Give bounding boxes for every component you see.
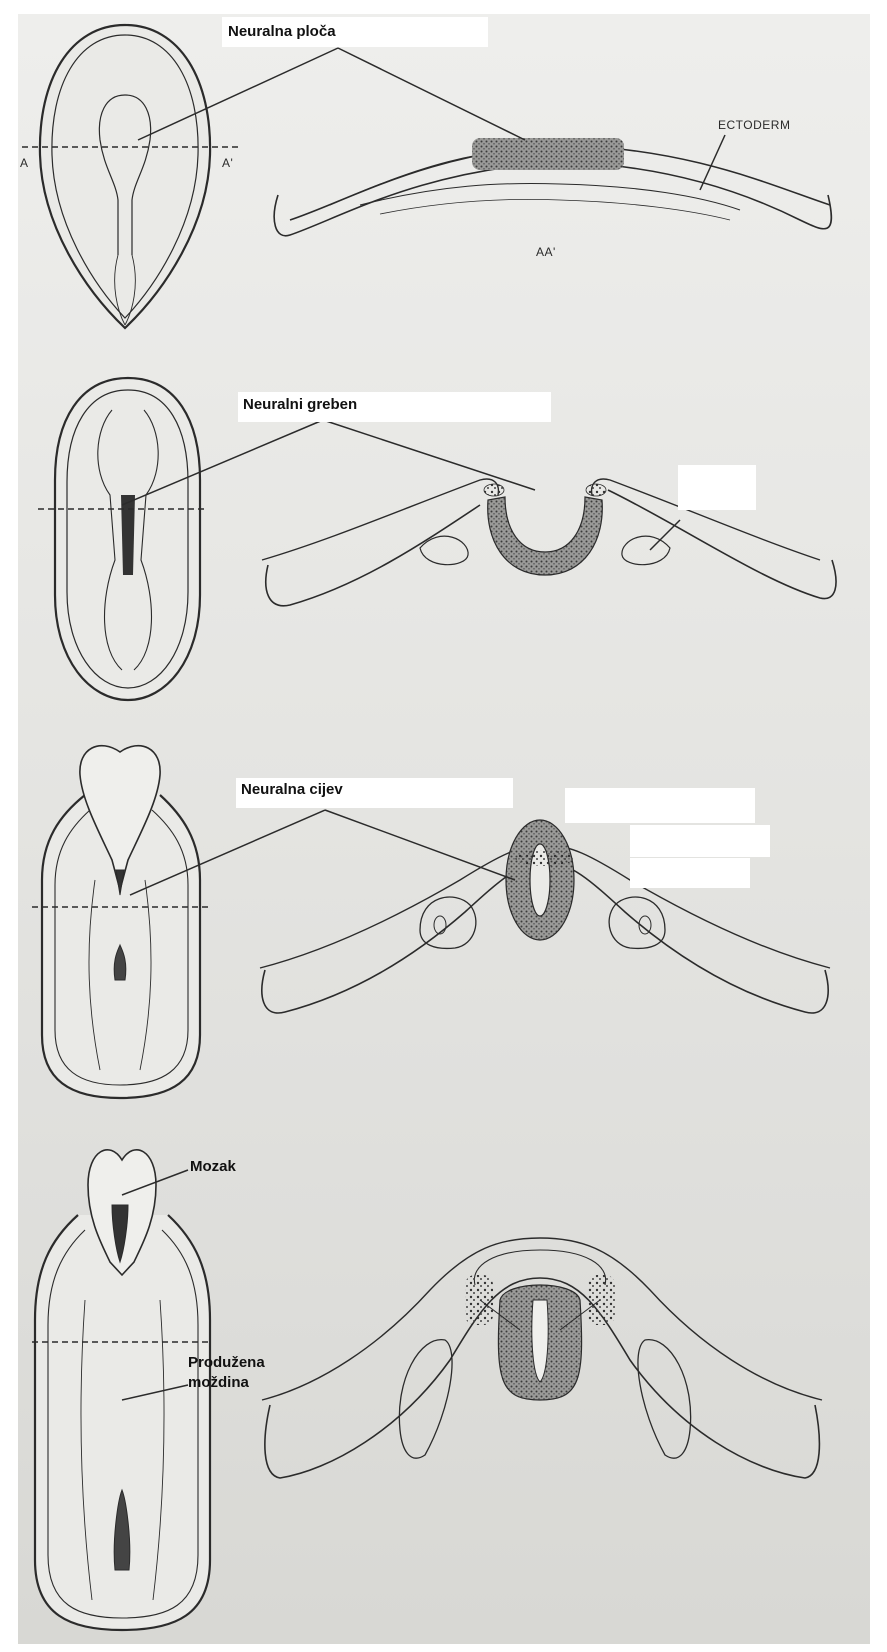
blank-patch-1 xyxy=(678,465,756,510)
label-neural-plate: Neuralna ploča xyxy=(228,23,336,41)
label-section-aa: AA' xyxy=(536,245,556,259)
leader-neural-crest-section xyxy=(323,420,535,490)
label-brain: Mozak xyxy=(190,1158,236,1176)
label-neural-tube: Neuralna cijev xyxy=(241,781,343,799)
leader-ectoderm xyxy=(700,135,725,190)
embryo-stage-2 xyxy=(38,378,205,700)
label-neural-crest: Neuralni greben xyxy=(243,396,357,414)
leader-right-somite xyxy=(650,520,680,550)
cross-section-medulla xyxy=(262,1238,822,1478)
leader-neural-tube-section xyxy=(325,810,515,880)
embryo-stage-1 xyxy=(22,25,240,328)
blank-patch-4 xyxy=(630,858,750,888)
label-medulla-line1: Produžena xyxy=(188,1354,265,1372)
label-section-a-prime: A' xyxy=(222,156,233,170)
label-section-a: A xyxy=(20,156,29,170)
cross-section-aa xyxy=(274,138,831,236)
leader-lines xyxy=(122,48,725,1400)
blank-patch-3 xyxy=(630,825,770,857)
leader-neural-plate-section xyxy=(338,48,525,140)
label-ectoderm: ECTODERM xyxy=(718,118,790,132)
blank-patch-2 xyxy=(565,788,755,823)
embryo-stage-3 xyxy=(32,746,210,1098)
label-medulla-line2: moždina xyxy=(188,1374,249,1392)
embryo-stage-4 xyxy=(32,1150,210,1630)
